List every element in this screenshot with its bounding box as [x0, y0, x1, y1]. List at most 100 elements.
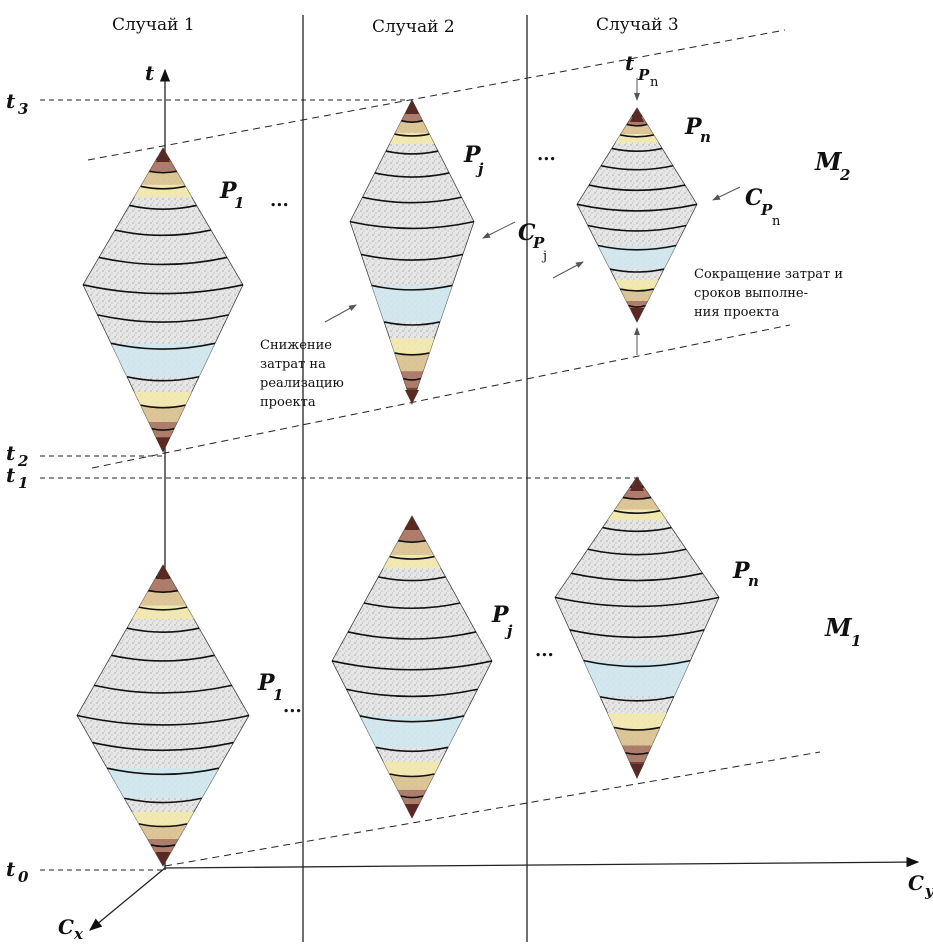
reduce-time-arrow-left: [552, 261, 584, 279]
spindle-ring: [620, 134, 654, 138]
spindle-ring: [129, 204, 197, 210]
spindle-ring: [349, 220, 475, 230]
spindle-ring: [151, 427, 175, 431]
pj-top-sub: j: [475, 160, 484, 178]
spindle-blue-band: [360, 715, 464, 748]
spindle-top-band: [395, 121, 429, 133]
spindle-bottom-band: [141, 406, 185, 422]
spindle-ring: [138, 823, 188, 828]
cy-axis: [164, 856, 920, 869]
p1-bottom-sub: 1: [273, 686, 283, 704]
spindle-ring: [371, 284, 453, 291]
ellipsis: ...: [537, 144, 556, 165]
case-2-title: Случай 2: [372, 17, 455, 37]
note-reduce-costs-line-3: реализацию: [260, 376, 344, 391]
spindle-ring: [599, 695, 675, 702]
spindle-ring: [569, 629, 705, 639]
spindle-bottom-band: [139, 825, 187, 839]
spindle-top-band: [397, 529, 427, 543]
spindle-tip: [630, 764, 644, 778]
spindle-ring: [363, 602, 461, 610]
p1-top-label: P: [219, 178, 238, 204]
spindle-ring: [97, 314, 229, 323]
cpn-sub: P: [760, 201, 773, 219]
spindle-tip: [630, 308, 644, 322]
spindle-blue-band: [111, 343, 215, 377]
spindle-ring: [611, 147, 663, 153]
case-1-title: Случай 1: [112, 15, 195, 35]
spindle-ring: [346, 688, 478, 698]
spindle-blue-band: [107, 768, 219, 799]
note-reduce-costs-time-line-2: сроков выполне-: [694, 286, 808, 301]
spindle-ring: [359, 715, 465, 723]
spindle-ring: [587, 224, 687, 232]
spindle-top-band: [139, 592, 187, 606]
m2-upper-bound: [87, 29, 786, 161]
cx-axis: [88, 867, 166, 931]
m1-label: M: [824, 613, 853, 642]
spindle-p1-top: [82, 147, 244, 453]
ellipsis: ...: [283, 696, 302, 717]
spindle-ring: [126, 627, 200, 633]
pj-bottom-label: P: [491, 602, 510, 628]
spindle-ring: [394, 133, 430, 137]
spindle-ring: [597, 244, 677, 251]
spindle-ring: [98, 256, 228, 266]
m2-label: M: [814, 147, 843, 176]
pn-top-sub: n: [700, 128, 711, 146]
ellipsis: ...: [270, 190, 289, 211]
ellipsis: ...: [535, 640, 554, 661]
spindle-top-band: [141, 172, 185, 185]
spindle-ring: [374, 172, 450, 178]
spindle-bottom-band: [395, 354, 429, 372]
spindle-ring: [403, 377, 421, 381]
cpj-label: C: [518, 220, 536, 246]
t2-label: t: [6, 441, 16, 465]
spindle-ring: [626, 123, 648, 127]
spindle-bottom-band: [615, 279, 659, 291]
spindle-blue-band: [371, 285, 453, 322]
spindle-bottom-band: [390, 775, 434, 790]
spindle-bottom-band: [607, 712, 667, 730]
spindle-bottom-band: [132, 811, 194, 826]
spindle-ring: [150, 844, 176, 848]
spindle-tip: [405, 100, 419, 114]
pj-top-label: P: [463, 142, 482, 168]
spindle-ring: [140, 185, 186, 190]
cpn-label: C: [745, 185, 763, 211]
m2-lower-bound: [91, 324, 791, 469]
t0-sub: 0: [18, 868, 29, 886]
t1-label: t: [6, 463, 16, 487]
note-reduce-costs-time-line-1: Сокращение затрат и: [694, 267, 843, 282]
spindle-ring: [602, 526, 672, 533]
tpn-label: t: [625, 51, 635, 75]
spindle-ring: [622, 496, 652, 500]
spindle-ring: [94, 684, 232, 694]
pn-top-label: P: [684, 114, 703, 140]
spindle-ring: [600, 164, 674, 171]
note-reduce-costs-time-line-3: ния проекта: [694, 305, 779, 320]
spindle-ring: [588, 184, 686, 192]
pn-bottom-label: P: [732, 558, 751, 584]
spindle-ring: [383, 321, 441, 326]
spindle-tip: [630, 477, 644, 491]
spindle-ring: [92, 741, 234, 752]
spindle-ring: [401, 119, 423, 123]
spindle-ring: [375, 746, 449, 753]
spindle-ring: [613, 509, 661, 515]
spindle-ring: [400, 795, 424, 799]
t0-label: t: [6, 857, 16, 881]
note-reduce-costs-line-2: затрат на: [260, 357, 326, 372]
spindle-top-band: [148, 160, 178, 173]
spindle-ring: [360, 253, 464, 261]
cy-axis-label: C: [908, 871, 924, 895]
cpn-subsub: n: [772, 214, 781, 229]
spindle-top-band: [147, 578, 179, 593]
spindle-ring: [394, 352, 430, 356]
spindle-pn-bottom: [554, 476, 720, 779]
reduce-costs-arrow: [324, 304, 357, 323]
pj-bottom-sub: j: [504, 622, 513, 640]
pn-bottom-sub: n: [748, 572, 759, 590]
spindle-bottom-band: [614, 729, 660, 746]
